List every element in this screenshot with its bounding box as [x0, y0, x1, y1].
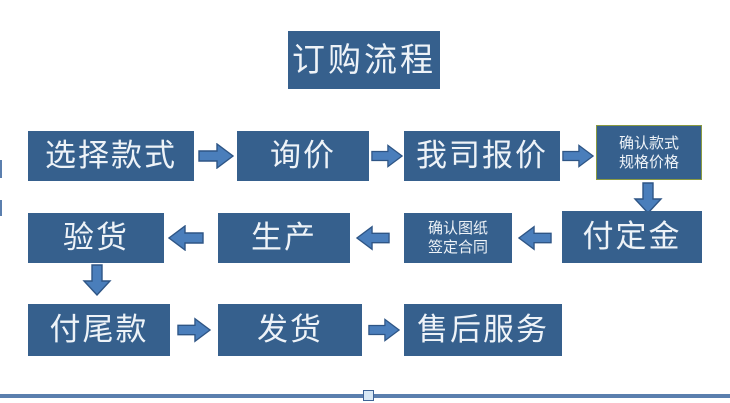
node-select-style[interactable]: 选择款式 — [28, 131, 194, 181]
node-pay-balance[interactable]: 付尾款 — [28, 304, 170, 356]
arrow-right-icon-5 — [368, 317, 400, 343]
slide-edge-tick-top — [0, 160, 2, 178]
arrow-right-icon-4 — [177, 317, 211, 343]
arrow-down-icon-right — [633, 182, 663, 214]
node-after-sales-service[interactable]: 售后服务 — [404, 304, 562, 356]
arrow-right-icon-3 — [562, 143, 594, 169]
resize-handle[interactable] — [363, 390, 374, 401]
node-inspection[interactable]: 验货 — [28, 213, 164, 263]
node-confirm-style-spec-price[interactable]: 确认款式 规格价格 — [596, 125, 702, 180]
slide-edge-tick-bottom — [0, 200, 2, 216]
arrow-left-icon-2 — [356, 225, 390, 251]
arrow-left-icon-1 — [168, 225, 204, 251]
node-production[interactable]: 生产 — [218, 213, 350, 263]
node-our-quote[interactable]: 我司报价 — [404, 131, 560, 181]
arrow-down-icon-left — [82, 264, 112, 296]
arrow-right-icon-1 — [198, 143, 234, 169]
node-inquiry[interactable]: 询价 — [237, 131, 369, 181]
node-pay-deposit[interactable]: 付定金 — [562, 211, 702, 263]
arrow-right-icon-2 — [371, 143, 403, 169]
arrow-left-icon-3 — [518, 225, 552, 251]
flowchart-title-box: 订购流程 — [288, 31, 440, 89]
node-shipment[interactable]: 发货 — [218, 304, 362, 356]
node-confirm-drawing-contract[interactable]: 确认图纸 签定合同 — [404, 213, 512, 263]
